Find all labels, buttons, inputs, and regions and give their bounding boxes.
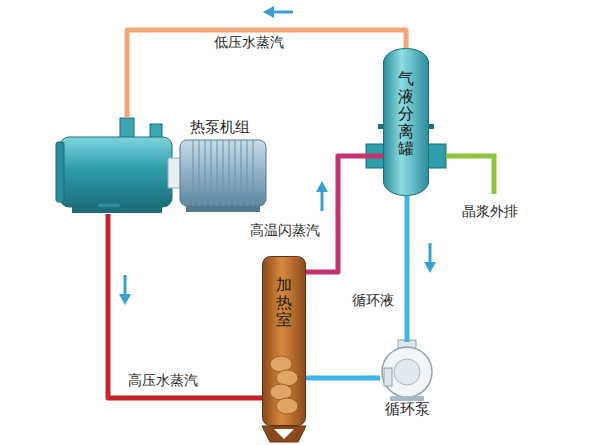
- flow-arrow-head: [424, 262, 436, 273]
- motor-figure: [180, 140, 266, 212]
- pipe-connector: [108, 214, 262, 398]
- flow-arrow-head: [316, 181, 328, 192]
- pipe-group: [108, 214, 262, 398]
- flow-arrow-head: [263, 6, 274, 18]
- flow-arrow-head: [119, 294, 131, 305]
- pipe-group: [407, 196, 436, 342]
- heat-pump-unit: 热泵机组: [62, 118, 268, 214]
- flow-arrow-shaft: [321, 192, 324, 211]
- heating-chamber: 加热室: [262, 256, 306, 426]
- pipe-group: [306, 378, 380, 379]
- pipe-connector: [405, 196, 410, 342]
- pipe-connector: [127, 30, 406, 118]
- circulation-pump: 循环泵: [380, 342, 434, 418]
- pump-figure: [382, 340, 432, 401]
- compressor-figure: [56, 118, 182, 213]
- flow-arrow-shaft: [124, 275, 127, 294]
- pipe-connector: [306, 156, 383, 272]
- pipe-label: 循环液: [352, 292, 394, 309]
- node-label: 热泵机组: [190, 118, 250, 136]
- heater-base: [262, 426, 306, 442]
- separator-tank: 气液分离罐: [383, 48, 429, 196]
- node-label: 循环泵: [380, 400, 434, 418]
- slurry-pipe: [446, 156, 494, 194]
- node-label: 气液分离罐: [398, 48, 414, 158]
- pipe-group: [306, 156, 383, 272]
- flow-arrow-shaft: [274, 11, 293, 14]
- outlet-label: 晶浆外排: [462, 203, 518, 220]
- pipe-label: 低压水蒸汽: [214, 34, 284, 51]
- pipe-label: 高压水蒸汽: [128, 372, 198, 389]
- node-label: 加热室: [276, 256, 292, 329]
- pipe-group: [127, 6, 406, 118]
- flow-arrow-shaft: [429, 243, 432, 262]
- pipe-label: 高温闪蒸汽: [250, 222, 320, 239]
- pipe-connector: [306, 376, 380, 381]
